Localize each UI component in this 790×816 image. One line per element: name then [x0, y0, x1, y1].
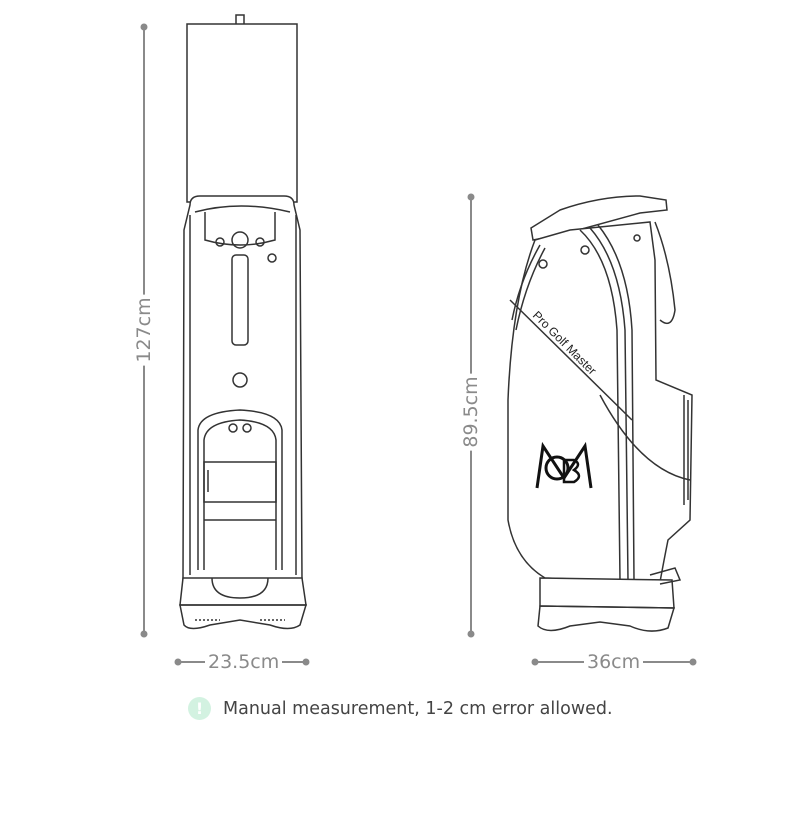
brand-logo — [535, 441, 593, 489]
note-text: Manual measurement, 1-2 cm error allowed… — [223, 698, 613, 719]
full-height-label: 127cm — [133, 294, 155, 366]
measurement-note: ! Manual measurement, 1-2 cm error allow… — [188, 697, 613, 720]
bag-height-label: 89.5cm — [460, 373, 482, 451]
exclamation-icon: ! — [188, 697, 211, 720]
bag-width-label: 36cm — [584, 651, 644, 673]
full-width-label: 23.5cm — [205, 651, 283, 673]
side-view-bag — [507, 195, 693, 632]
front-view-bag — [179, 14, 308, 630]
